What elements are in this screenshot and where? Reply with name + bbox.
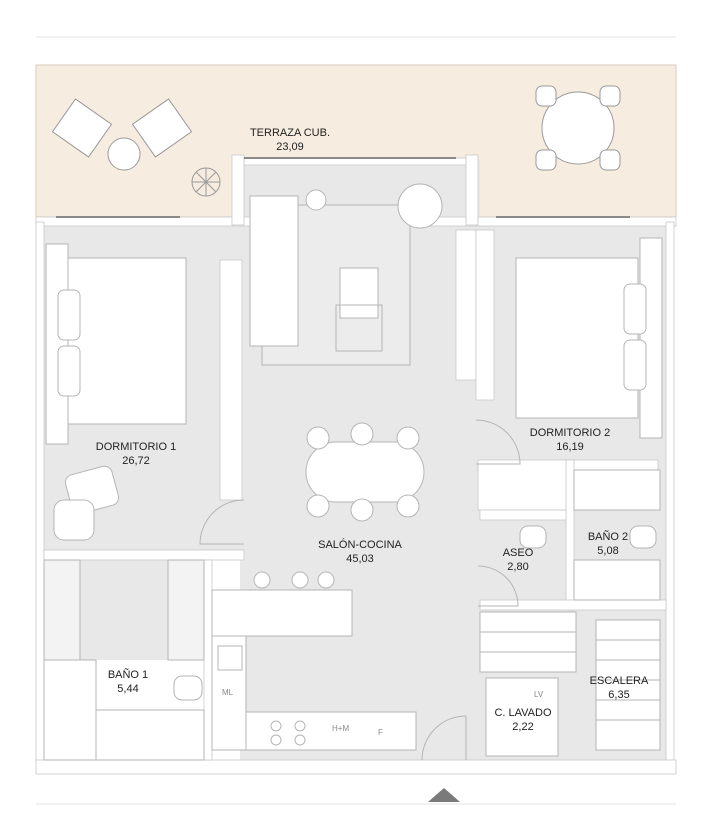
label-aseo: ASEO 2,80 bbox=[490, 546, 546, 574]
room-area: 2,80 bbox=[507, 561, 529, 573]
room-name: ESCALERA bbox=[589, 675, 649, 687]
room-area: 26,72 bbox=[122, 455, 150, 467]
room-area: 16,19 bbox=[556, 441, 584, 453]
room-area: 5,08 bbox=[597, 545, 619, 557]
room-area: 45,03 bbox=[346, 553, 374, 565]
oven-microwave-label: H+M bbox=[332, 724, 350, 733]
label-salon: SALÓN-COCINA 45,03 bbox=[310, 538, 410, 566]
room-area: 5,44 bbox=[117, 683, 139, 695]
fridge-label: F bbox=[378, 728, 383, 737]
label-escalera: ESCALERA 6,35 bbox=[584, 674, 654, 702]
label-terraza: TERRAZA CUB. 23,09 bbox=[240, 126, 340, 154]
dining-table bbox=[305, 422, 425, 522]
door-swings bbox=[199, 419, 521, 761]
entrance-arrow bbox=[428, 788, 460, 802]
label-lavado: C. LAVADO 2,22 bbox=[486, 706, 560, 734]
room-name: TERRAZA CUB. bbox=[249, 127, 331, 139]
bedroom2-bed bbox=[515, 237, 663, 439]
staircase bbox=[479, 611, 661, 751]
terrace-dining-set bbox=[535, 85, 621, 171]
bath1-fixtures bbox=[43, 559, 205, 761]
bedroom1-bed bbox=[45, 243, 187, 541]
living-furniture bbox=[249, 183, 443, 366]
kitchen-counters bbox=[211, 571, 417, 751]
room-name: BAÑO 1 bbox=[107, 669, 149, 681]
terrace-plant bbox=[191, 167, 221, 197]
room-name: C. LAVADO bbox=[494, 707, 552, 719]
windows bbox=[56, 157, 630, 218]
room-name: BAÑO 2 bbox=[587, 531, 629, 543]
label-dormitorio2: DORMITORIO 2 16,19 bbox=[520, 426, 620, 454]
laundry-sink-label: LV bbox=[534, 690, 544, 699]
label-bano1: BAÑO 1 5,44 bbox=[96, 668, 160, 696]
room-name: DORMITORIO 1 bbox=[95, 441, 177, 453]
room-name: SALÓN-COCINA bbox=[318, 539, 402, 551]
bath2-fixtures bbox=[519, 469, 661, 601]
label-bano2: BAÑO 2 5,08 bbox=[576, 530, 640, 558]
laundry-room bbox=[485, 677, 559, 757]
room-name: DORMITORIO 2 bbox=[529, 427, 611, 439]
room-area: 2,22 bbox=[512, 721, 534, 733]
room-name: ASEO bbox=[502, 547, 534, 559]
terrace-lounge-chairs bbox=[51, 98, 193, 171]
label-dormitorio1: DORMITORIO 1 26,72 bbox=[86, 440, 186, 468]
room-area: 6,35 bbox=[608, 689, 630, 701]
room-area: 23,09 bbox=[276, 141, 304, 153]
washing-machine-label: ML bbox=[222, 688, 234, 697]
